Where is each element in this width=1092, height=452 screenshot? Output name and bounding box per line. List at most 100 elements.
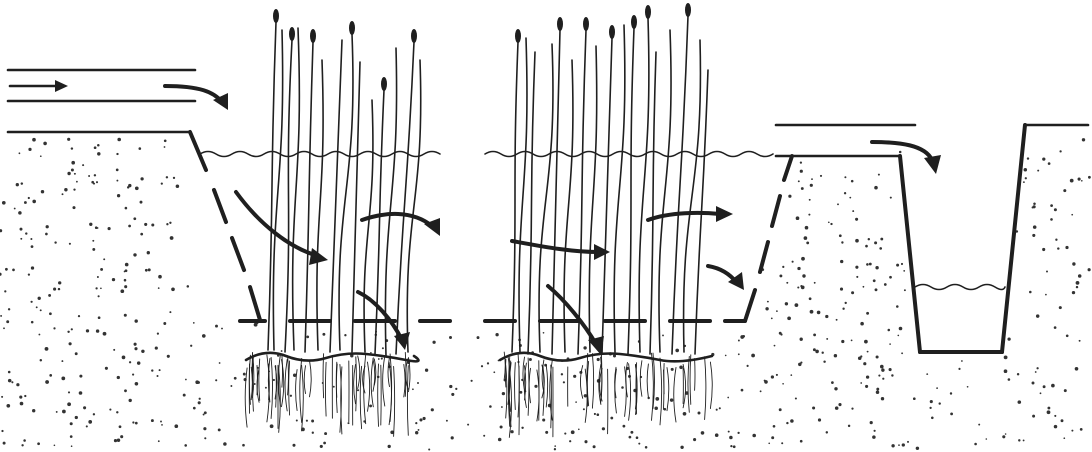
soil-dot — [215, 379, 217, 381]
soil-dot — [1080, 428, 1083, 431]
soil-dot — [324, 432, 327, 435]
soil-dot — [140, 233, 143, 236]
soil-dot — [636, 436, 639, 439]
soil-dot — [1004, 356, 1008, 360]
soil-dot — [800, 285, 802, 287]
soil-dot — [779, 274, 782, 277]
root-strand — [506, 365, 507, 418]
soil-dot — [49, 374, 52, 377]
soil-dot — [489, 405, 492, 408]
soil-dot — [135, 382, 139, 386]
reed-stem — [614, 25, 625, 352]
soil-dot — [1082, 138, 1085, 141]
soil-dot — [135, 319, 138, 322]
soil-dot — [1071, 214, 1073, 216]
soil-dot — [483, 435, 485, 437]
soil-dot — [481, 365, 483, 367]
soil-dot — [1047, 410, 1051, 414]
soil-dot — [856, 276, 858, 278]
root-strand — [660, 358, 662, 425]
root-strand — [285, 360, 287, 411]
soil-dot — [788, 195, 791, 198]
soil-dot — [593, 445, 596, 448]
soil-dot — [62, 410, 66, 414]
soil-dot — [221, 328, 223, 330]
soil-dot — [140, 201, 143, 204]
soil-dot — [125, 207, 128, 210]
soil-dot — [88, 420, 92, 424]
soil-dot — [185, 379, 187, 381]
soil-dot — [137, 361, 140, 364]
root-strand — [688, 356, 689, 412]
soil-dot — [128, 184, 131, 187]
root-strand — [282, 355, 283, 387]
soil-dot — [728, 431, 730, 433]
root-strand — [288, 356, 289, 395]
soil-dot — [145, 269, 148, 272]
root-zone — [245, 352, 712, 437]
soil-dot — [822, 352, 824, 354]
soil-dot — [594, 413, 596, 415]
soil-dot — [21, 182, 23, 184]
soil-dot — [158, 440, 160, 442]
soil-dot — [930, 400, 933, 403]
soil-dot — [842, 308, 844, 310]
soil-dot — [6, 404, 10, 408]
soil-dot — [939, 402, 941, 404]
soil-dot — [116, 153, 118, 155]
soil-dot — [898, 444, 900, 446]
soil-dot — [1, 430, 3, 432]
soil-dot — [554, 445, 556, 447]
soil-dot — [169, 311, 171, 313]
soil-dot — [1048, 162, 1051, 165]
soil-dot — [826, 338, 828, 340]
soil-dot — [67, 172, 70, 175]
soil-dot — [864, 340, 868, 344]
soil-dot — [446, 420, 448, 422]
outlet-tank-icon — [872, 125, 1025, 352]
reed-stem — [285, 40, 292, 352]
soil-dot — [974, 443, 977, 446]
soil-dot — [1025, 177, 1027, 179]
soil-dot — [670, 398, 673, 401]
soil-dot — [141, 350, 144, 353]
soil-dot — [1061, 419, 1064, 422]
soil-dot — [876, 355, 879, 358]
soil-dot — [139, 147, 142, 150]
soil-dot — [75, 352, 78, 355]
soil-dot — [114, 439, 117, 442]
soil-dot — [74, 173, 76, 175]
soil-dot — [958, 368, 960, 370]
soil-dot — [1072, 262, 1075, 265]
soil-dot — [501, 406, 503, 408]
soil-dot — [71, 147, 73, 149]
soil-dot — [596, 413, 599, 416]
soil-dot — [679, 366, 683, 370]
soil-dot — [870, 421, 873, 424]
reed-seed-head — [289, 27, 295, 41]
soil-dot — [28, 197, 30, 199]
soil-dot — [760, 390, 762, 392]
soil-dot — [64, 188, 67, 191]
soil-dot — [840, 260, 843, 263]
soil-dot — [45, 380, 49, 384]
soil-dot — [124, 314, 127, 317]
soil-dot — [164, 146, 166, 148]
soil-dot — [1, 396, 3, 398]
soil-dot — [38, 334, 40, 336]
soil-dot — [281, 350, 283, 352]
reed-stem — [650, 52, 656, 354]
soil-dot — [322, 333, 325, 336]
soil-dot — [8, 379, 12, 383]
soil-dot — [529, 358, 532, 361]
soil-dot — [768, 442, 770, 444]
soil-dot — [1070, 179, 1074, 183]
soil-dot — [545, 431, 548, 434]
soil-dot — [144, 223, 147, 226]
soil-dot — [888, 329, 891, 332]
soil-dot — [48, 294, 51, 297]
soil-dot — [848, 425, 850, 427]
soil-dot — [1040, 392, 1042, 394]
soil-dot — [841, 241, 843, 243]
